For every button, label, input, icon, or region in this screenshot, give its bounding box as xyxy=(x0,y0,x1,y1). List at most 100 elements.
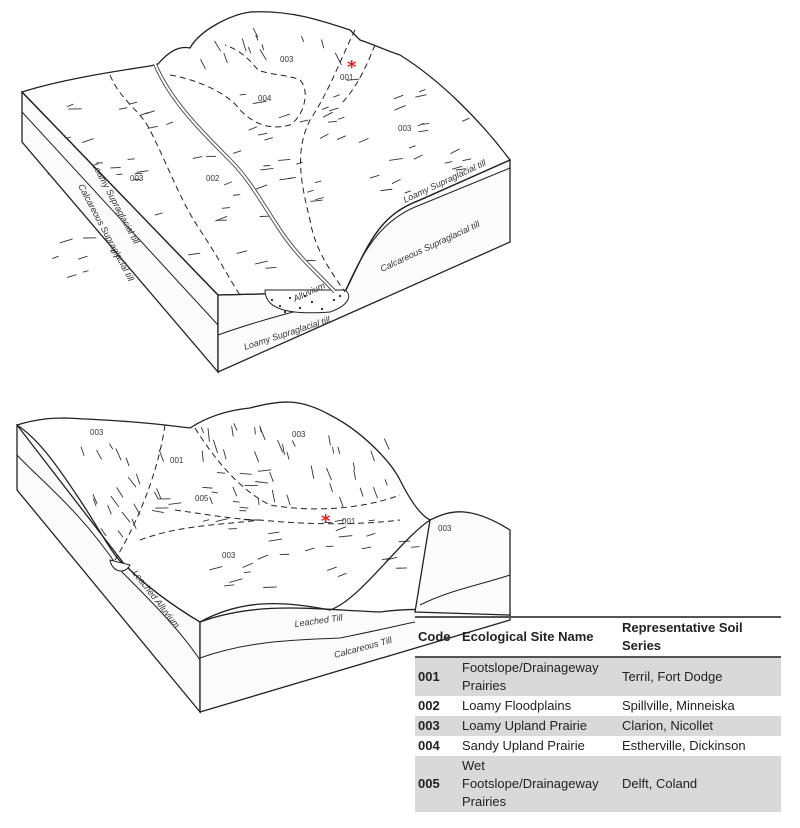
hatch-stroke xyxy=(268,538,283,542)
hatch-stroke xyxy=(417,122,424,127)
header-code: Code xyxy=(415,617,459,658)
hatch-stroke xyxy=(207,428,210,442)
hatch-stroke xyxy=(328,107,339,112)
hatch-stroke xyxy=(332,94,340,98)
hatch-stroke xyxy=(321,106,329,110)
cell-site-name: Sandy Upland Prairie xyxy=(462,738,585,753)
hatch-stroke xyxy=(223,181,233,186)
unit-label: 003 xyxy=(398,124,412,133)
hatch-stroke xyxy=(117,530,124,538)
hatch-stroke xyxy=(192,156,203,159)
hatch-stroke xyxy=(200,59,206,70)
ecological-site-table: Code Ecological Site Name Representative… xyxy=(415,616,781,812)
hatch-stroke xyxy=(278,158,291,161)
cell-soil-series: Clarion, Nicollet xyxy=(619,716,781,736)
cell-soil-series: Spillville, Minneiska xyxy=(622,698,735,713)
hatch-stroke xyxy=(373,486,378,499)
cell-code: 003 xyxy=(415,716,459,736)
cell-site-name: Loamy Floodplains xyxy=(462,698,572,713)
hatch-stroke xyxy=(383,438,390,450)
hatch-stroke xyxy=(398,540,411,543)
unit-boundary-001-left xyxy=(300,29,356,293)
left-layer-boundary xyxy=(21,111,219,326)
hatch-stroke xyxy=(156,488,162,500)
unit-label: 002 xyxy=(206,174,220,183)
hatch-stroke xyxy=(92,498,97,507)
unit-label: 003 xyxy=(280,55,294,64)
hatch-stroke xyxy=(232,486,238,497)
right-layer-boundary xyxy=(419,574,511,606)
hatch-stroke xyxy=(359,487,364,497)
hatch-stroke xyxy=(260,168,274,171)
hatch-stroke xyxy=(67,274,77,278)
hatch-stroke xyxy=(254,260,268,265)
hatch-stroke xyxy=(282,443,285,455)
cell-site-name: Wet Footslope/Drainageway Prairies xyxy=(459,756,619,812)
hatch-stroke xyxy=(147,125,158,129)
hatch-stroke xyxy=(66,103,74,108)
hatch-stroke xyxy=(239,472,252,475)
hatch-stroke xyxy=(239,506,249,509)
hatch-stroke xyxy=(353,469,357,480)
hatch-stroke xyxy=(291,440,296,447)
hatch-stroke xyxy=(59,238,73,244)
hatch-stroke xyxy=(328,435,331,446)
hatch-stroke xyxy=(455,168,467,171)
hatch-stroke xyxy=(326,467,332,481)
hatch-stroke xyxy=(254,451,260,463)
upland-block-diagram: 003 001 004 003 003 002 * Loamy Supragla… xyxy=(20,11,512,374)
hatch-stroke xyxy=(223,52,228,64)
unit-boundary-001-left xyxy=(114,424,166,561)
hatch-stroke xyxy=(248,126,258,131)
hatch-stroke xyxy=(278,113,290,119)
hatch-stroke xyxy=(216,471,226,474)
top-surface xyxy=(15,401,432,623)
hatch-stroke xyxy=(82,270,89,273)
hatch-stroke xyxy=(366,532,376,537)
alluvium-dot xyxy=(270,298,274,302)
alluvium-deposit xyxy=(264,289,350,314)
hatch-stroke xyxy=(258,132,268,136)
hatch-stroke xyxy=(287,176,296,180)
unit-boundary-005 xyxy=(174,509,261,521)
hatch-stroke xyxy=(296,161,303,165)
cell-soil-series: Delft, Coland xyxy=(619,756,781,812)
cell-site-name: Loamy Upland Prairie xyxy=(459,716,619,736)
unit-label: 001 xyxy=(340,73,354,82)
hatch-stroke xyxy=(286,451,290,460)
hatch-stroke xyxy=(110,495,120,508)
unit-label: 005 xyxy=(195,494,209,503)
hatch-stroke xyxy=(116,173,123,176)
hatch-stroke xyxy=(286,494,291,506)
hatch-stroke xyxy=(336,135,346,140)
hatch-stroke xyxy=(257,498,260,505)
hatch-stroke xyxy=(134,172,143,175)
hatch-stroke xyxy=(265,266,277,269)
alluvium-dot xyxy=(332,298,336,302)
table-row: 001 Footslope/Drainageway Prairies Terri… xyxy=(415,657,781,696)
unit-label: 004 xyxy=(258,94,272,103)
hatch-stroke xyxy=(337,116,345,120)
hatch-stroke xyxy=(301,36,305,43)
hatch-stroke xyxy=(153,491,159,500)
hatch-stroke xyxy=(222,207,230,209)
hatch-stroke xyxy=(115,448,122,461)
hatch-stroke xyxy=(271,489,276,503)
hatch-stroke xyxy=(328,120,337,123)
hatch-stroke xyxy=(268,531,280,535)
hatch-stroke xyxy=(415,94,427,98)
hatch-stroke xyxy=(257,469,272,472)
hatch-stroke xyxy=(202,486,213,489)
hatch-stroke xyxy=(389,157,403,161)
hatch-stroke xyxy=(107,505,112,515)
unit-label: 003 xyxy=(222,551,236,560)
hatch-stroke xyxy=(307,189,314,193)
alluvium-dot xyxy=(338,294,342,298)
unit-boundary-001-right xyxy=(339,44,376,106)
hatch-stroke xyxy=(52,255,59,260)
unit-boundary-001-upper xyxy=(194,427,401,510)
hatch-stroke xyxy=(254,427,256,435)
hatch-stroke xyxy=(327,566,337,571)
hatch-stroke xyxy=(334,52,342,66)
front-layer-boundary xyxy=(199,621,416,659)
